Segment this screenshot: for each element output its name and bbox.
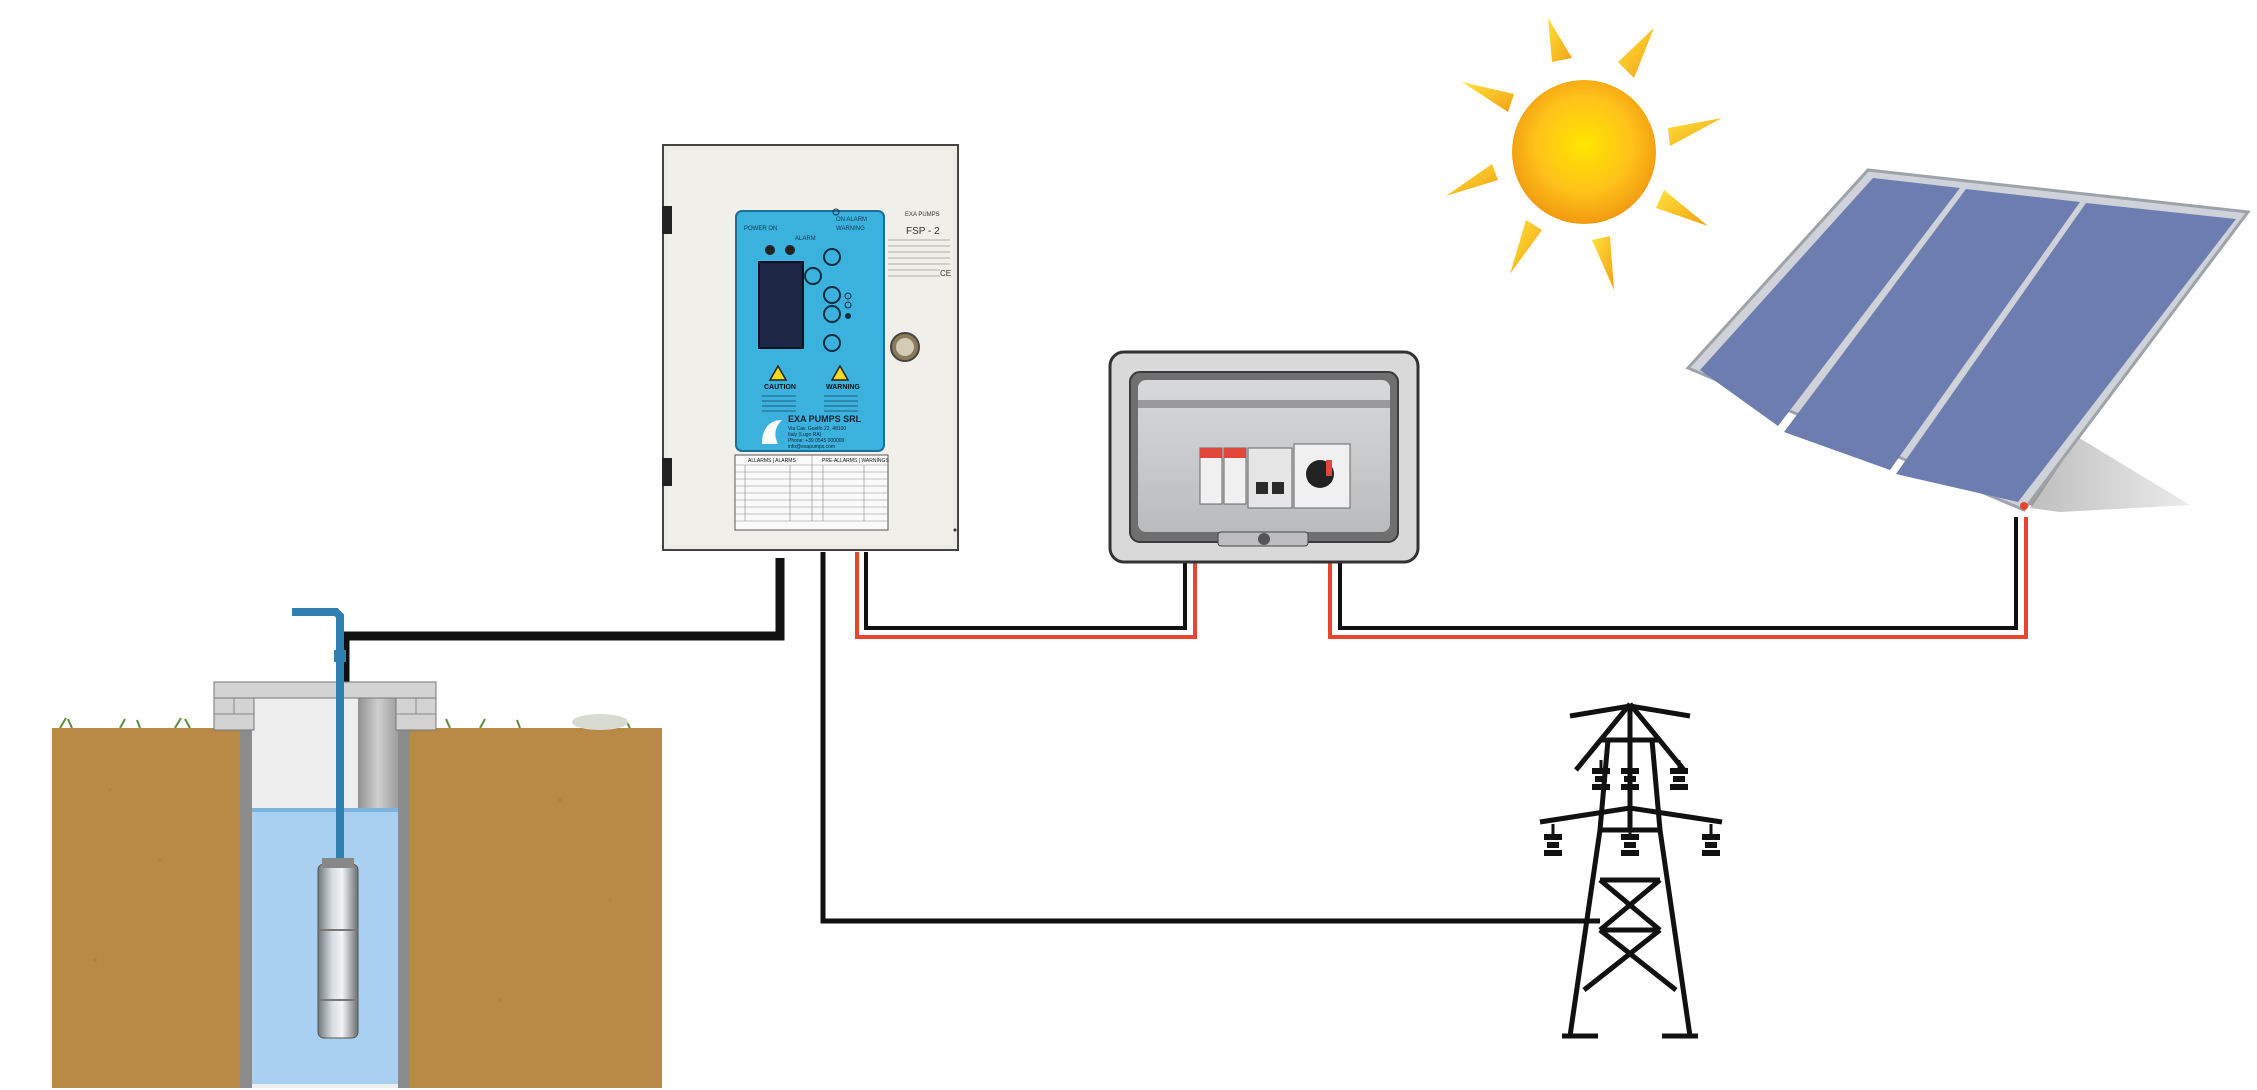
well-collar (213, 681, 437, 699)
button-reset[interactable] (823, 334, 841, 352)
lcd-display (758, 261, 804, 349)
company-line-4: info@exapumps.com (788, 444, 835, 450)
exa-logo-icon (762, 420, 782, 444)
label-brand: EXA PUMPS (905, 212, 940, 218)
sun-icon (1446, 18, 1722, 290)
company-line-1: Via Cav. Guelfo 22, 48100 (788, 426, 846, 432)
status-on-alarm: ON ALARM (836, 217, 867, 223)
table-alarms-header: ALLARMS | ALARMS (748, 458, 796, 464)
wire-dc-black-2 (1338, 517, 2018, 630)
wire-dc-red-1 (855, 552, 1197, 639)
pump-controller-icon: ON ALARM WARNING POWER ON ALARM CAUTION … (662, 144, 959, 551)
wire-dc-black-1 (864, 552, 1187, 630)
ce-mark-icon: CE (940, 269, 951, 278)
alarm-led-icon (785, 245, 795, 255)
label-model: FSP - 2 (906, 226, 940, 237)
company-line-3: Phone: +39 0545 000000 (788, 438, 845, 444)
button-start-stop[interactable] (823, 248, 841, 266)
discharge-pipe (292, 608, 344, 860)
wire-dc-red-2 (1328, 517, 2028, 639)
warning-title: WARNING (826, 384, 860, 391)
warning-icon (830, 364, 850, 381)
alarm-table (734, 454, 889, 531)
button-up[interactable] (804, 267, 822, 285)
caution-icon (768, 364, 788, 381)
surge-protector (1247, 447, 1293, 509)
well-icon (52, 608, 662, 1088)
label-power-on: POWER ON (744, 226, 777, 232)
power-led-icon (765, 245, 775, 255)
power-pylon-icon (1539, 702, 1723, 1039)
caution-title: CAUTION (764, 384, 796, 391)
table-warnings-header: PRE-ALLARMS | WARNINGS (822, 458, 889, 464)
company-line-2: Italy (Lugo RA) (788, 432, 822, 438)
company-name: EXA PUMPS SRL (788, 414, 862, 424)
wire-grid-cable (820, 552, 1600, 924)
status-warning: WARNING (836, 226, 865, 232)
dc-junction-box-icon (1108, 350, 1420, 564)
button-menu[interactable] (823, 286, 841, 304)
label-alarm: ALARM (795, 236, 816, 242)
submersible-pump-icon (317, 858, 359, 1039)
solar-panel-icon (1685, 168, 2251, 512)
button-down[interactable] (823, 305, 841, 323)
